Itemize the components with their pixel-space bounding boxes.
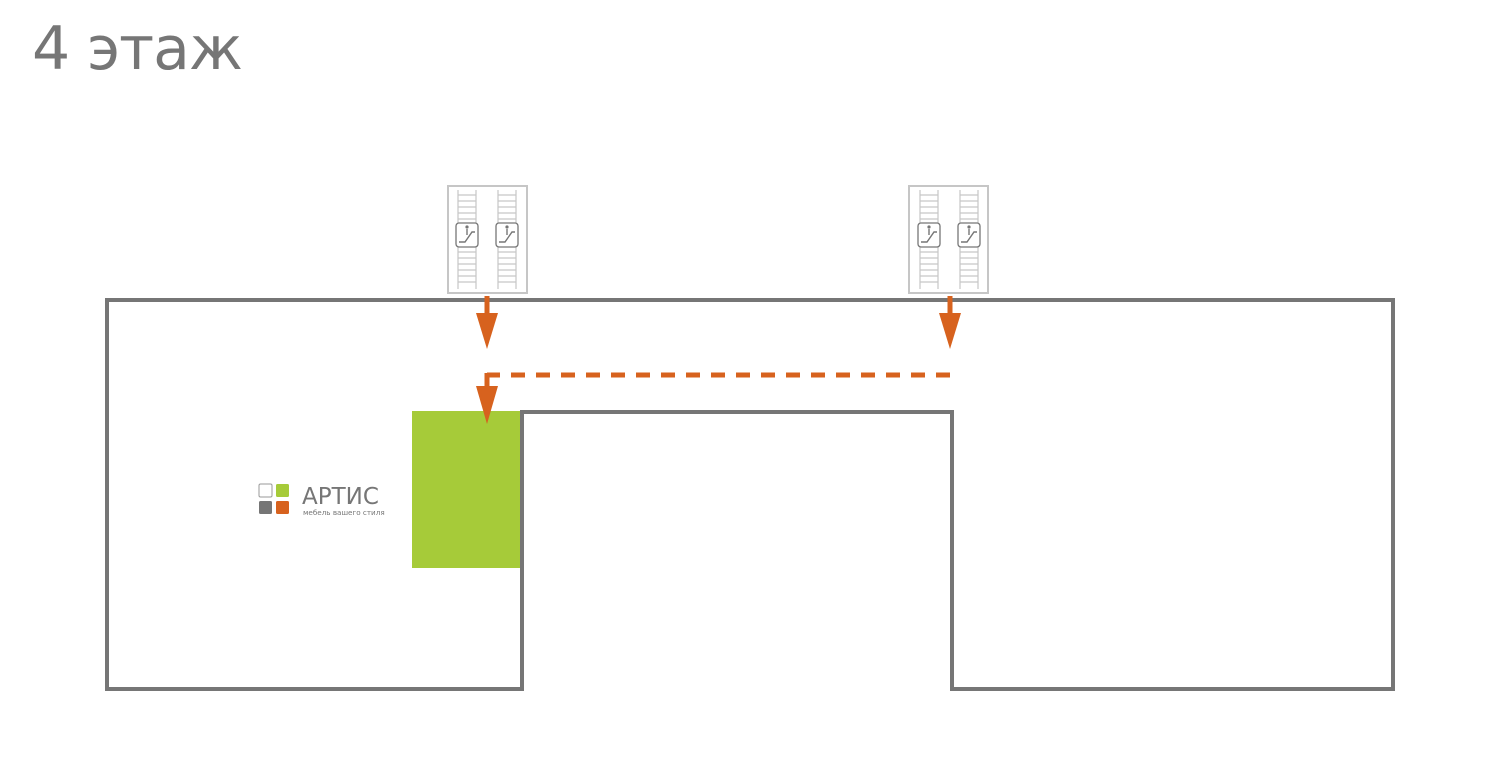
logo-square-white bbox=[258, 483, 273, 498]
escalator-right[interactable] bbox=[908, 185, 989, 294]
store-brand-name: АРТИС bbox=[302, 484, 379, 510]
floor-title: 4 этаж bbox=[32, 14, 243, 84]
logo-square-gray bbox=[259, 501, 272, 514]
escalator-left[interactable] bbox=[447, 185, 528, 294]
route-path bbox=[476, 296, 961, 424]
store-tagline: мебель вашего стиля bbox=[303, 508, 385, 517]
logo-square-orange bbox=[276, 501, 289, 514]
logo-square-green bbox=[276, 484, 289, 497]
store-logo[interactable]: АРТИС мебель вашего стиля bbox=[258, 483, 385, 517]
store-artis-area[interactable] bbox=[412, 411, 522, 568]
building-outline bbox=[105, 298, 1395, 691]
